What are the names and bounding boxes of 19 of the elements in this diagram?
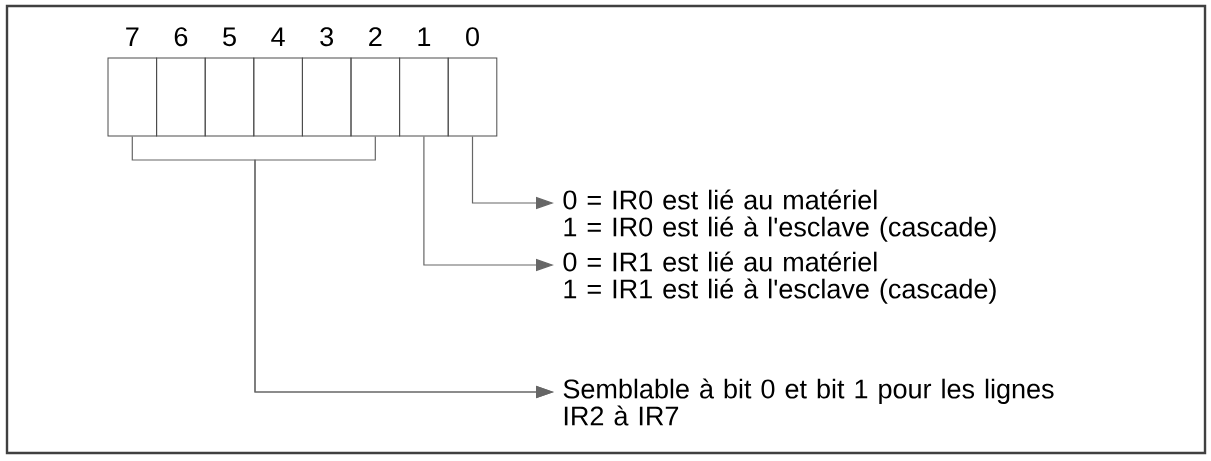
bit-number: 7 — [126, 27, 139, 46]
register-cell — [156, 57, 206, 137]
bit-number: 0 — [466, 27, 479, 47]
description-text: Semblable à bit 0 et bit 1 pour les lignes IR2 à IR7 — [563, 378, 1054, 426]
bit-number: 2 — [369, 27, 382, 46]
bit-number: 4 — [271, 27, 285, 46]
bit-number: 1 — [418, 27, 431, 46]
description-text: 0 = IR0 est lié au matériel 1 = IR0 est lié à l'esclave (cascade) — [563, 189, 996, 242]
register-cell — [107, 57, 158, 137]
register-cell — [253, 57, 303, 137]
register-cell — [447, 57, 498, 137]
description-text: 0 = IR1 est lié au matériel 1 = IR1 est lié à l'esclave (cascade) — [563, 251, 996, 304]
bit-number: 3 — [320, 27, 334, 47]
bit-number: 6 — [174, 27, 188, 47]
register-cell — [204, 57, 255, 137]
register-cell — [399, 57, 449, 137]
register-cell — [301, 57, 352, 137]
bit-number: 5 — [223, 27, 236, 47]
register-cell — [350, 57, 401, 137]
